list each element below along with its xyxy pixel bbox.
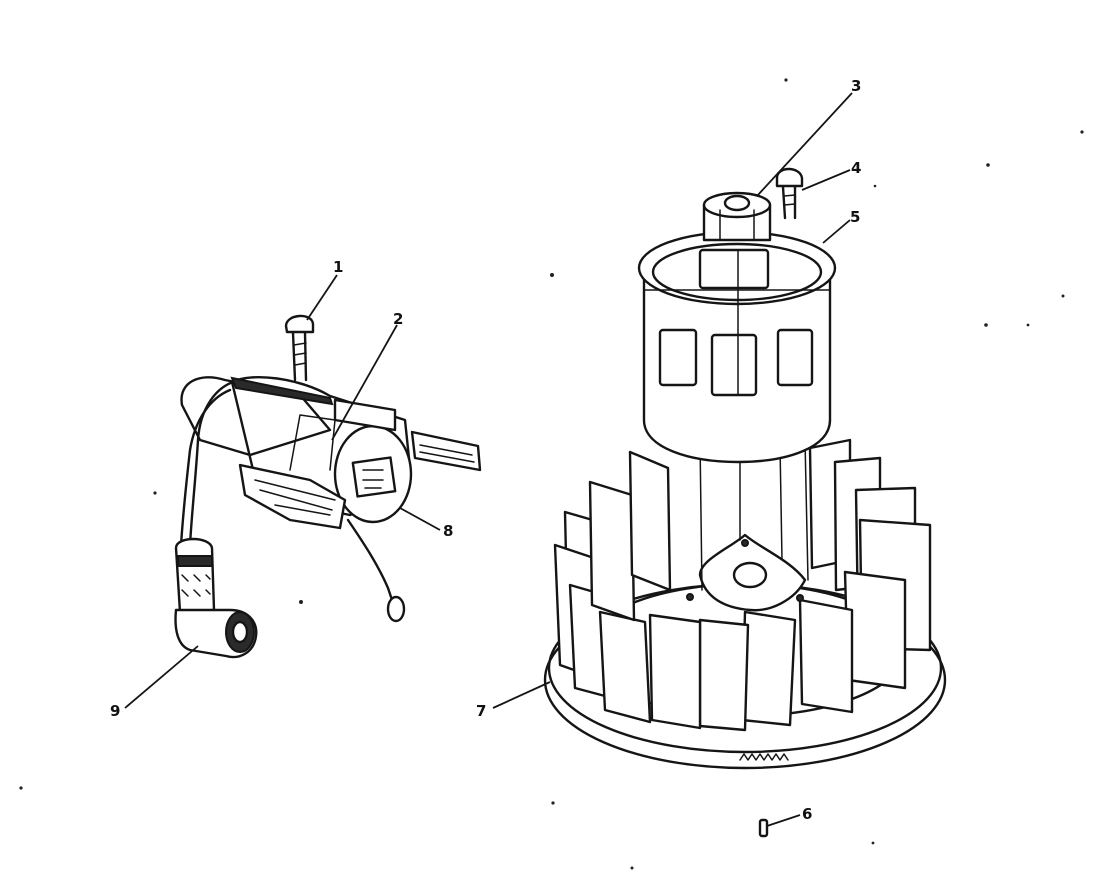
coil-mounting-bolt	[284, 314, 315, 382]
callout-8: 8	[443, 522, 453, 540]
spark-plug-boot	[174, 537, 258, 659]
flywheel-nut	[702, 191, 772, 242]
high-tension-lead	[179, 376, 334, 547]
callout-2: 2	[393, 310, 403, 328]
callout-1: 1	[333, 258, 343, 276]
callout-3: 3	[851, 77, 861, 95]
cup-shaft	[699, 439, 809, 591]
callout-7: 7	[476, 702, 486, 720]
ignition-coil-body	[180, 376, 482, 623]
cup-screw	[775, 167, 804, 220]
callout-labels: 1 2 3 4 5 6 7 8 9	[110, 77, 861, 823]
leader-lines	[124, 92, 853, 827]
scan-specks	[19, 78, 1084, 870]
callout-5: 5	[850, 208, 860, 226]
callout-6: 6	[802, 805, 812, 823]
ignition-coil-assembly	[174, 314, 482, 659]
flywheel	[543, 438, 947, 770]
flywheel-key	[758, 818, 769, 838]
flywheel-assembly	[543, 167, 947, 838]
callout-9: 9	[110, 702, 120, 720]
callout-4: 4	[851, 159, 861, 177]
starter-cup	[637, 230, 837, 464]
